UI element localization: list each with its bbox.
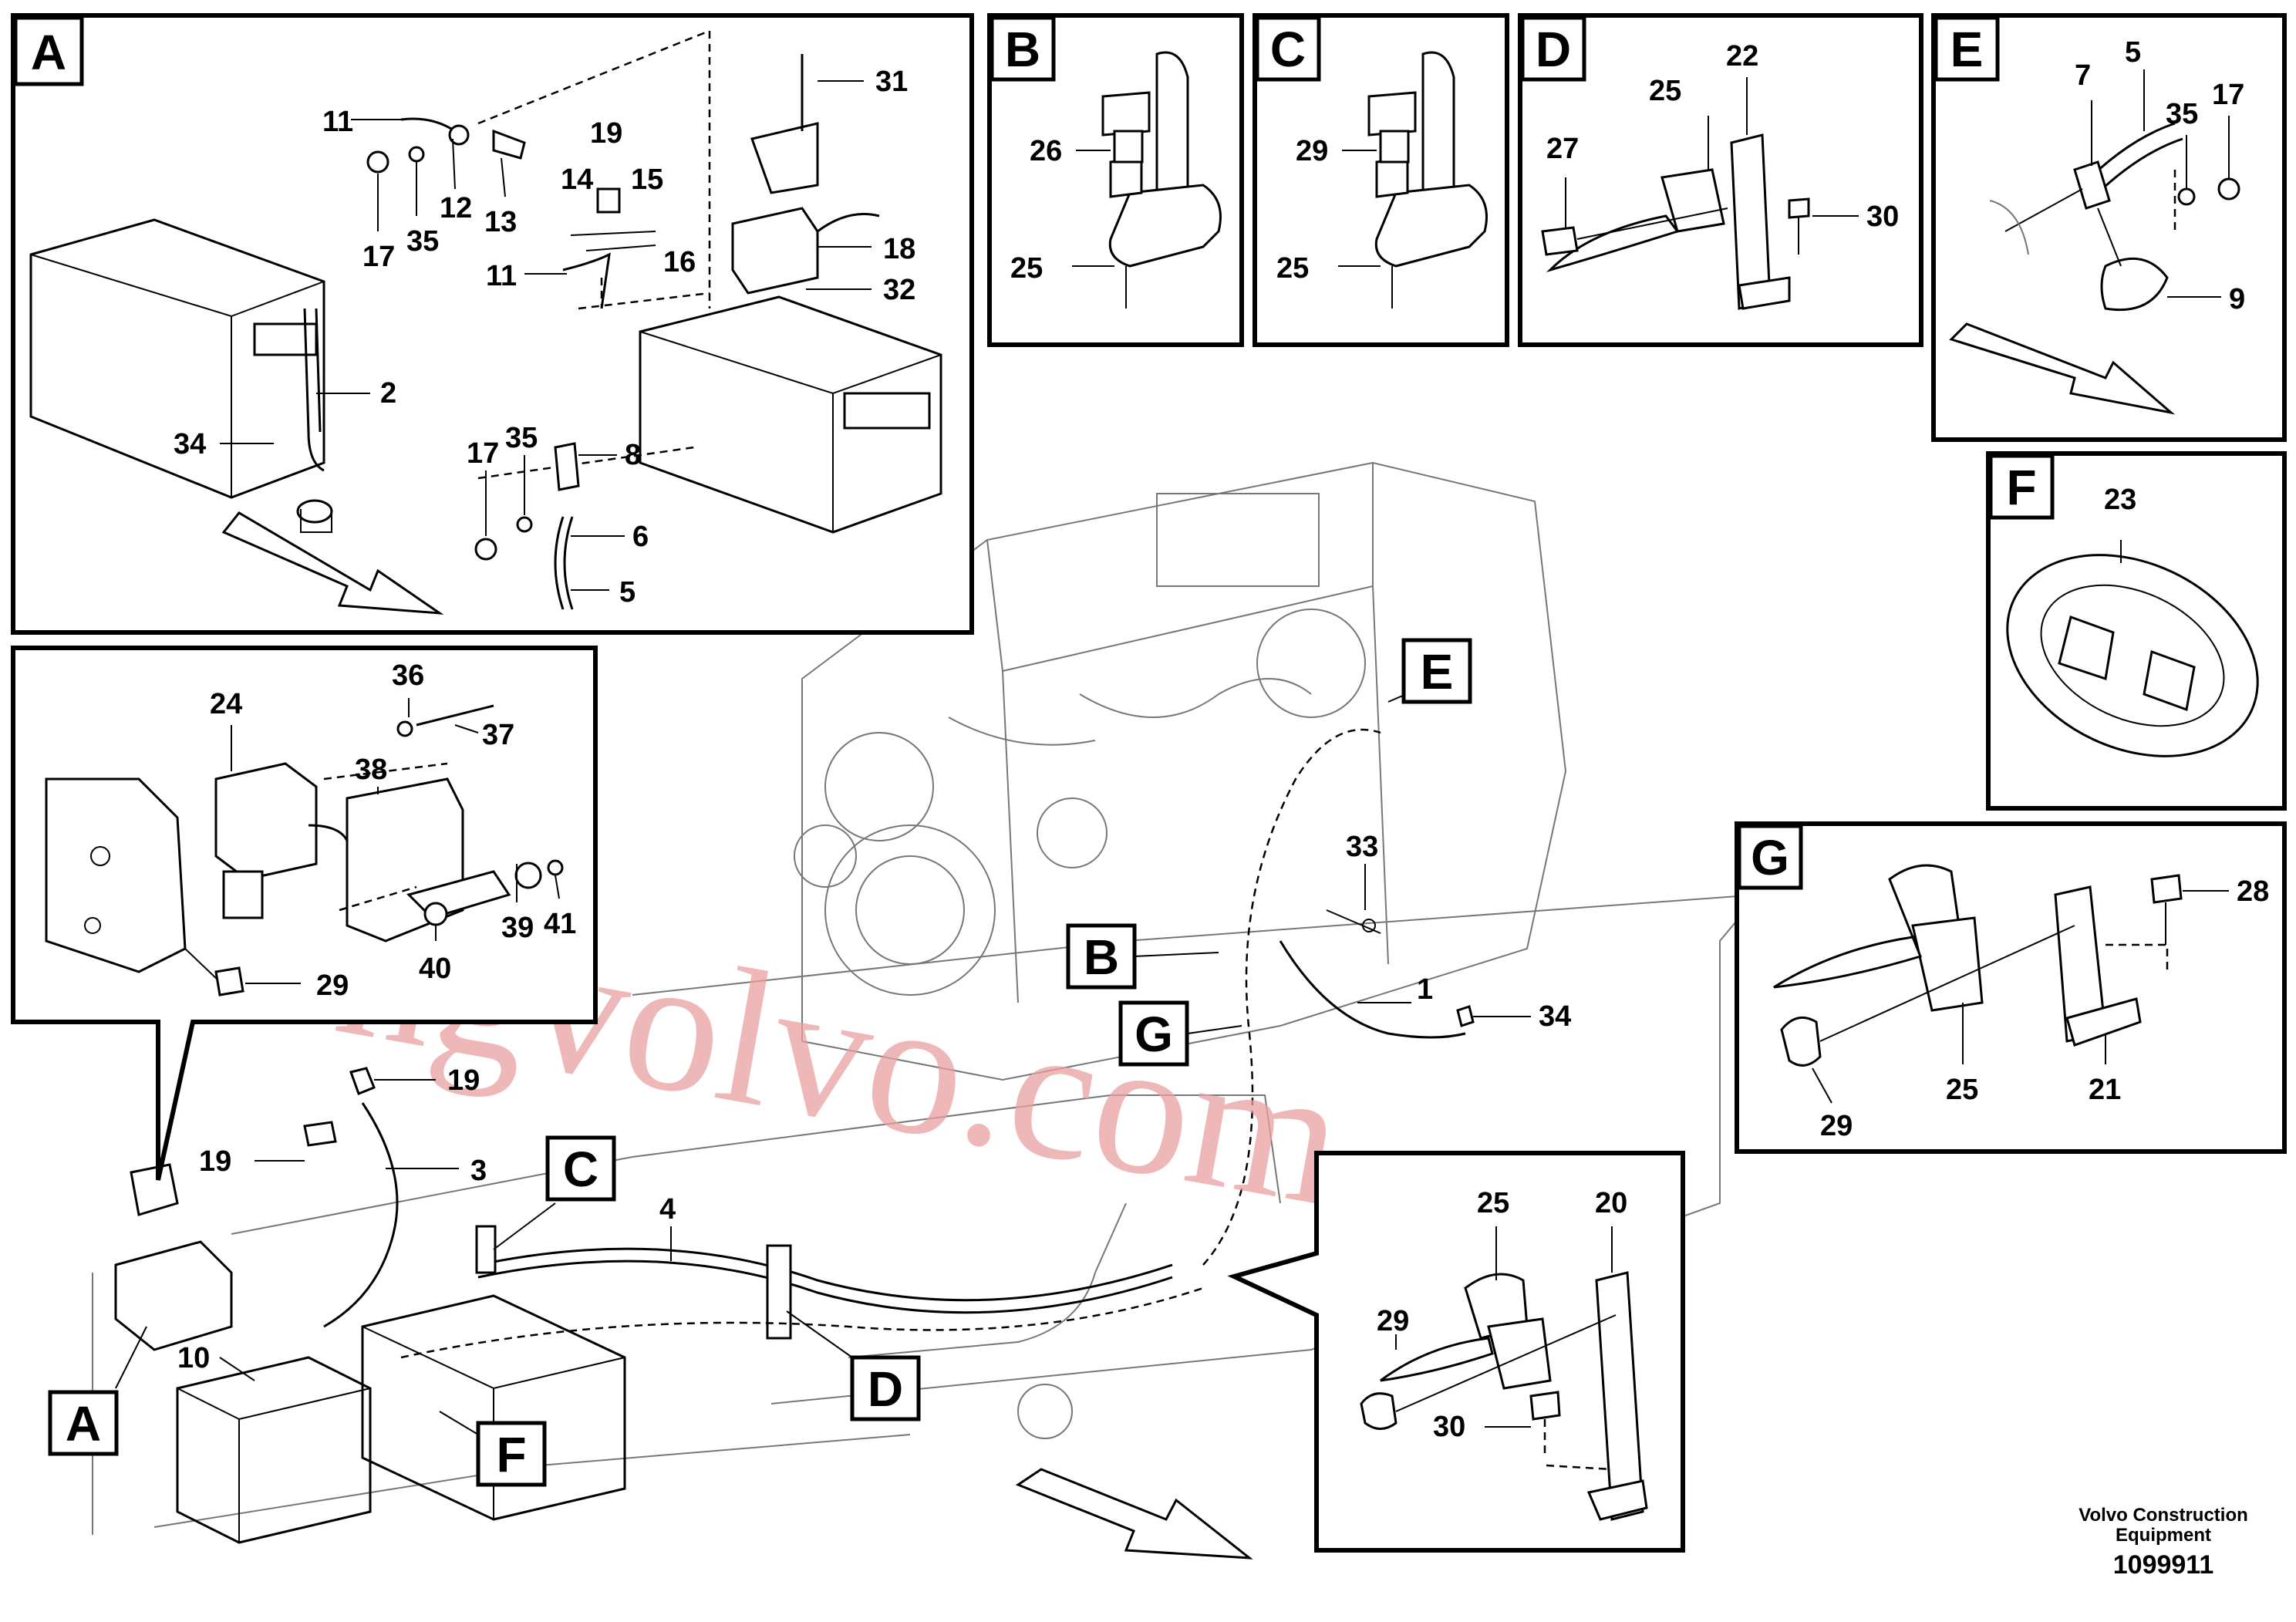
panel-c: C 29 25 [1253, 13, 1509, 347]
svg-text:F: F [496, 1427, 526, 1482]
callout-1: 1 [1417, 973, 1433, 1006]
callout-4: 4 [659, 1193, 676, 1226]
callout-28: 28 [2237, 875, 2269, 908]
svg-text:A: A [66, 1396, 101, 1452]
panel-c-label: C [1270, 22, 1306, 77]
main-assembly-drawing [92, 461, 1761, 1544]
svg-text:G: G [1135, 1007, 1173, 1062]
callout-7: 7 [2075, 59, 2091, 92]
tag-g: G [1118, 1000, 1242, 1067]
svg-text:E: E [1421, 644, 1454, 700]
panel-g: G 28 25 21 29 [1735, 821, 2287, 1154]
callout-25: 25 [1010, 252, 1043, 285]
tag-b: B [1066, 923, 1219, 990]
tag-e: E [1387, 638, 1472, 704]
callout-24: 24 [210, 688, 242, 720]
callout-17: 17 [362, 241, 395, 273]
callout-19: 19 [590, 117, 622, 150]
inset-main-switch: 36 37 24 38 39 41 29 40 [11, 646, 598, 1181]
panel-b-label: B [1005, 22, 1040, 77]
credit-line-2: Equipment [2116, 1525, 2211, 1546]
callout-31: 31 [875, 66, 908, 98]
tag-f: F [439, 1411, 547, 1487]
callout-35: 35 [406, 225, 439, 258]
callout-34: 34 [174, 428, 206, 460]
callout-30: 30 [1866, 201, 1899, 233]
tag-a: A [48, 1326, 147, 1456]
credit-block: Volvo Construction Equipment 1099911 [2079, 1505, 2248, 1580]
callout-25: 25 [1946, 1074, 1978, 1106]
callout-17: 17 [467, 437, 499, 470]
callout-32: 32 [883, 274, 915, 306]
callout-5: 5 [2125, 36, 2141, 69]
callout-29: 29 [1377, 1305, 1409, 1337]
callout-16: 16 [663, 246, 696, 278]
panel-g-label: G [1751, 830, 1789, 885]
callout-17: 17 [2212, 79, 2244, 111]
callout-22: 22 [1726, 40, 1758, 73]
svg-text:B: B [1084, 929, 1119, 985]
panel-a: A [11, 13, 974, 635]
panel-b: B 26 25 [987, 13, 1244, 347]
callout-40: 40 [419, 953, 451, 985]
callout-25: 25 [1477, 1187, 1509, 1219]
callout-27: 27 [1546, 133, 1579, 165]
svg-text:C: C [563, 1141, 598, 1197]
callout-29: 29 [1820, 1110, 1853, 1142]
main-callouts: 19 19 3 4 10 33 1 34 E B G [48, 638, 1571, 1487]
callout-29: 29 [1296, 135, 1328, 167]
panel-f: F 23 [1986, 451, 2287, 811]
callout-11: 11 [322, 106, 353, 138]
callout-11: 11 [486, 260, 517, 292]
callout-29: 29 [316, 969, 349, 1002]
callout-19: 19 [199, 1145, 231, 1178]
callout-10: 10 [177, 1342, 210, 1374]
callout-41: 41 [544, 908, 576, 940]
callout-26: 26 [1030, 135, 1062, 167]
panel-f-label: F [2006, 460, 2036, 515]
credit-line-1: Volvo Construction [2079, 1505, 2248, 1526]
panel-d-label: D [1536, 22, 1571, 77]
panel-a-callouts: 11 12 13 17 35 19 14 15 11 16 31 18 32 2… [174, 66, 915, 609]
callout-30: 30 [1433, 1411, 1465, 1443]
callout-14: 14 [561, 164, 593, 196]
callout-19: 19 [447, 1064, 480, 1097]
detail-clip: 25 20 29 30 [1227, 1151, 1685, 1553]
callout-35: 35 [505, 422, 538, 454]
panel-d: D 25 22 27 30 [1518, 13, 1923, 347]
callout-35: 35 [2166, 98, 2198, 130]
callout-6: 6 [632, 521, 649, 553]
callout-8: 8 [625, 439, 641, 471]
callout-25: 25 [1649, 75, 1681, 107]
callout-18: 18 [883, 233, 915, 265]
callout-5: 5 [619, 576, 636, 609]
tag-c: C [493, 1135, 616, 1250]
panel-e: E 7 5 35 17 9 [1931, 13, 2287, 442]
callout-23: 23 [2104, 484, 2136, 516]
svg-text:D: D [868, 1361, 903, 1417]
tag-d: D [786, 1310, 921, 1421]
panel-e-label: E [1950, 22, 1984, 77]
callout-9: 9 [2229, 283, 2245, 315]
callout-20: 20 [1595, 1187, 1627, 1219]
callout-36: 36 [392, 659, 424, 692]
callout-37: 37 [482, 719, 514, 751]
callout-34: 34 [1539, 1000, 1571, 1033]
callout-25: 25 [1276, 252, 1309, 285]
callout-21: 21 [2089, 1074, 2121, 1106]
callout-12: 12 [440, 192, 472, 224]
callout-13: 13 [484, 206, 517, 238]
direction-arrow [1015, 1468, 1253, 1560]
callout-3: 3 [470, 1155, 487, 1187]
panel-a-label: A [31, 25, 66, 80]
callout-15: 15 [631, 164, 663, 196]
callout-33: 33 [1346, 831, 1378, 863]
document-number: 1099911 [2113, 1550, 2214, 1580]
callout-2: 2 [380, 377, 396, 410]
callout-39: 39 [501, 912, 534, 944]
callout-38: 38 [355, 754, 387, 786]
